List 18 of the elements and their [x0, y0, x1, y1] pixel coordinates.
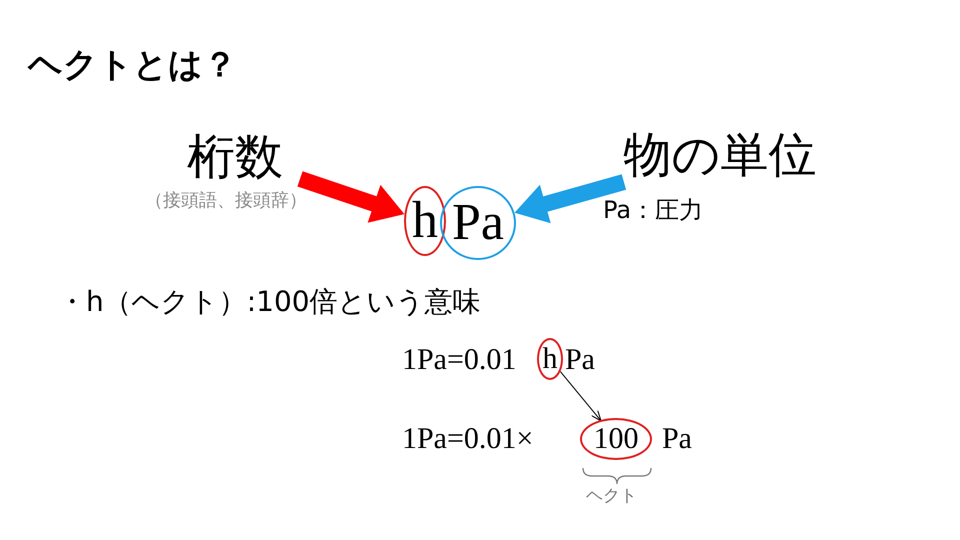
unit-text: Pa — [565, 345, 595, 375]
heading-text: 桁数 — [170, 130, 300, 184]
block-arrow — [514, 174, 626, 224]
circled-number: 100 — [580, 418, 652, 460]
arrow — [560, 371, 602, 422]
unit-text: Pa — [662, 424, 692, 454]
annotation-text: ヘクト — [586, 488, 637, 505]
annotation-text: Pa：圧力 — [603, 198, 704, 222]
bullet-text: ・h（ヘクト）:100倍という意味 — [58, 288, 481, 316]
heading-text: 物の単位 — [603, 128, 837, 182]
equation-text: 1Pa=0.01 — [402, 345, 516, 375]
circled-letters: Pa — [440, 186, 516, 260]
slide-title: ヘクトとは？ — [28, 48, 237, 82]
block-arrow — [297, 171, 404, 223]
equation-text: 1Pa=0.01× — [402, 424, 534, 454]
circled-letter: h — [404, 186, 446, 256]
circled-letter: h — [537, 338, 563, 380]
annotation-text: （接頭語、接頭辞） — [145, 192, 307, 210]
